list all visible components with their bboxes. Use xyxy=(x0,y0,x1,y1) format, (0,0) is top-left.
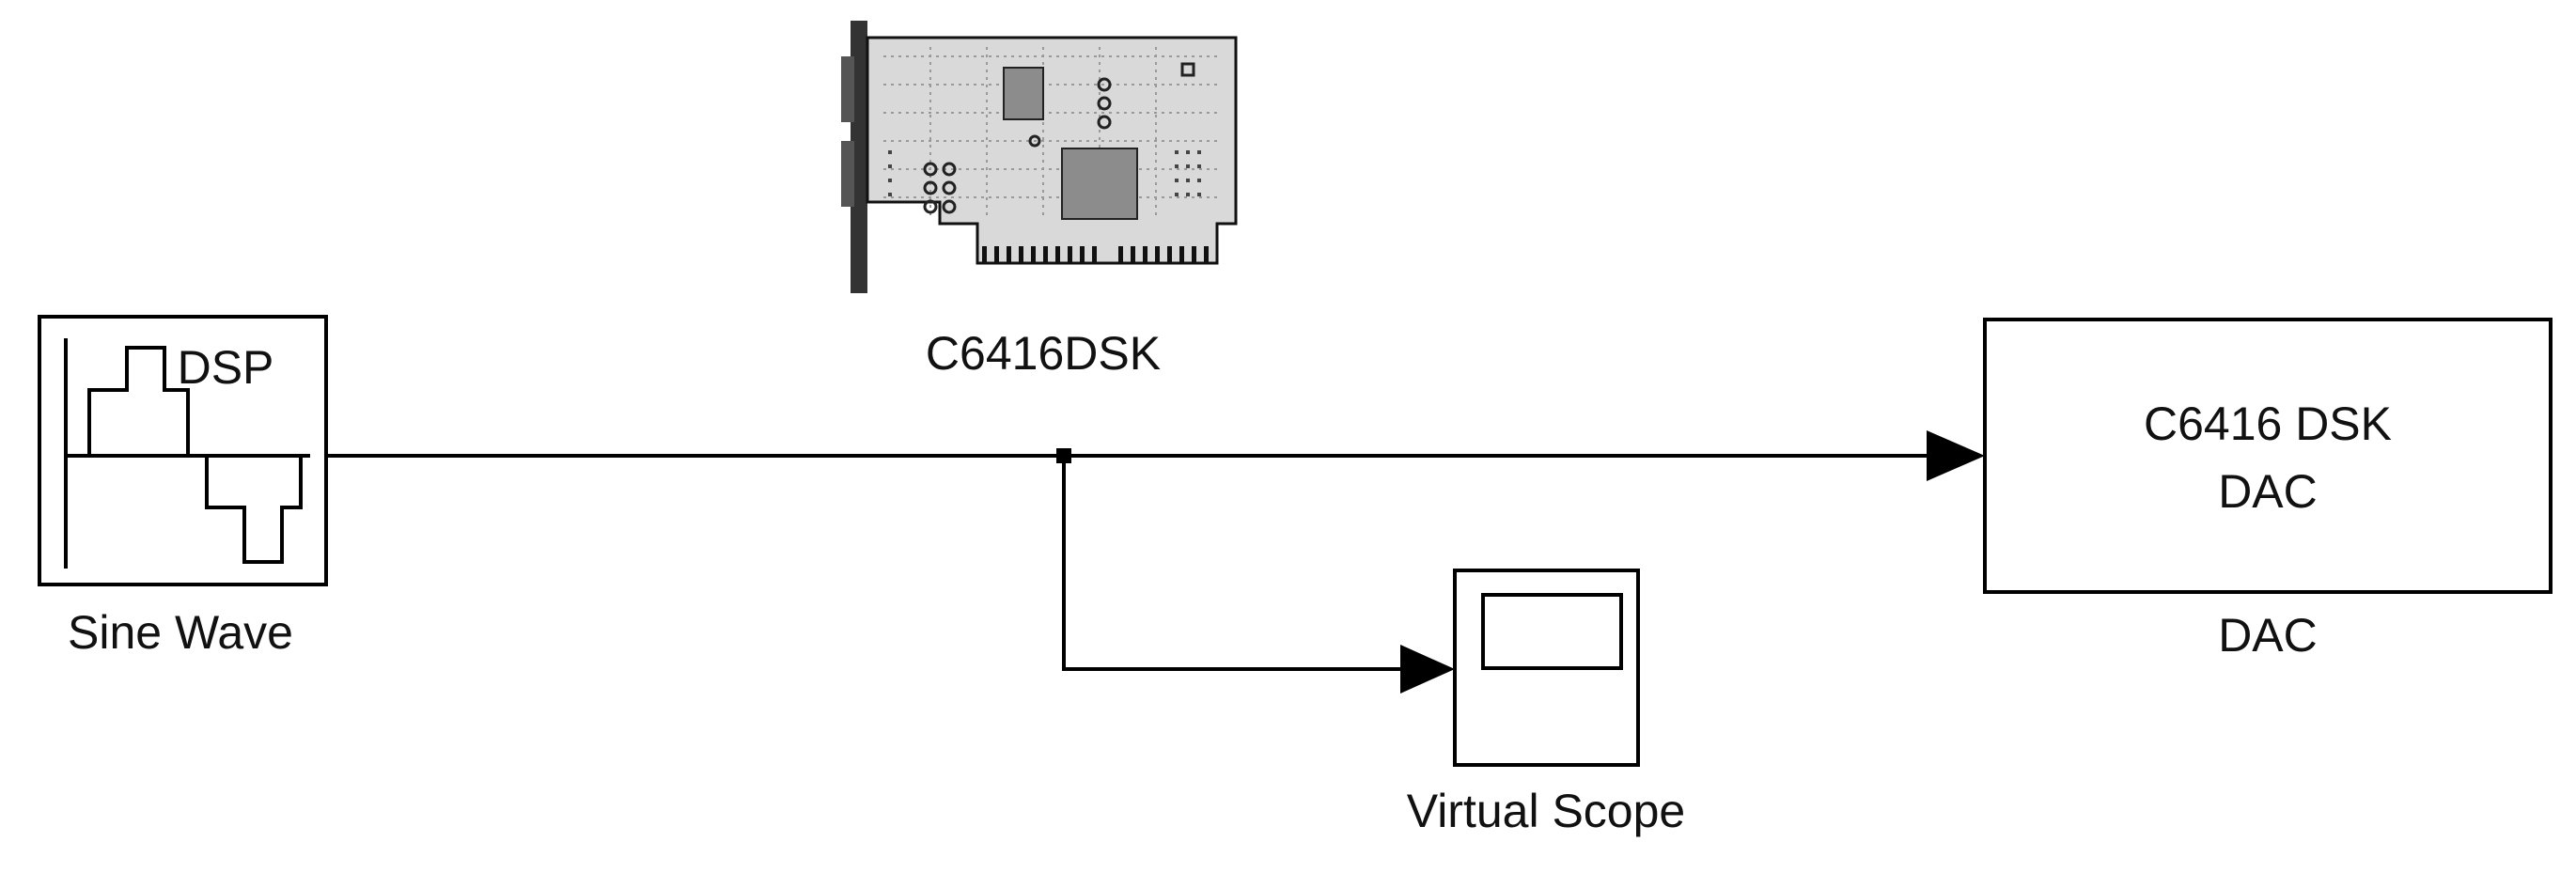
board-label: C6416DSK xyxy=(926,327,1161,380)
virtual-scope-block[interactable]: Virtual Scope xyxy=(1407,569,1685,837)
scope-input-arrow xyxy=(1400,645,1455,694)
sine-wave-block[interactable]: DSP Sine Wave xyxy=(38,315,328,659)
c6416dsk-board-block[interactable]: C6416DSK xyxy=(841,21,1238,380)
branch-to-scope-line xyxy=(1062,456,1410,671)
dac-block-line1: C6416 DSK xyxy=(2144,398,2392,450)
sine-wave-icon-text: DSP xyxy=(178,341,274,394)
signal-lines xyxy=(326,454,1927,671)
dac-label: DAC xyxy=(2218,609,2318,662)
dsp-sine-wave-icon xyxy=(64,338,310,569)
sine-wave-box xyxy=(38,315,328,586)
scope-label: Virtual Scope xyxy=(1407,785,1685,837)
dac-box xyxy=(1983,318,2553,594)
dac-block[interactable]: C6416 DSK DAC DAC xyxy=(1983,318,2553,662)
scope-screen-icon xyxy=(1481,593,1623,670)
sine-wave-label: Sine Wave xyxy=(68,606,293,659)
pci-board-icon xyxy=(841,21,1238,293)
branch-point xyxy=(1056,448,1071,463)
dac-block-line2: DAC xyxy=(2218,465,2318,518)
dac-input-arrow xyxy=(1927,430,1985,481)
